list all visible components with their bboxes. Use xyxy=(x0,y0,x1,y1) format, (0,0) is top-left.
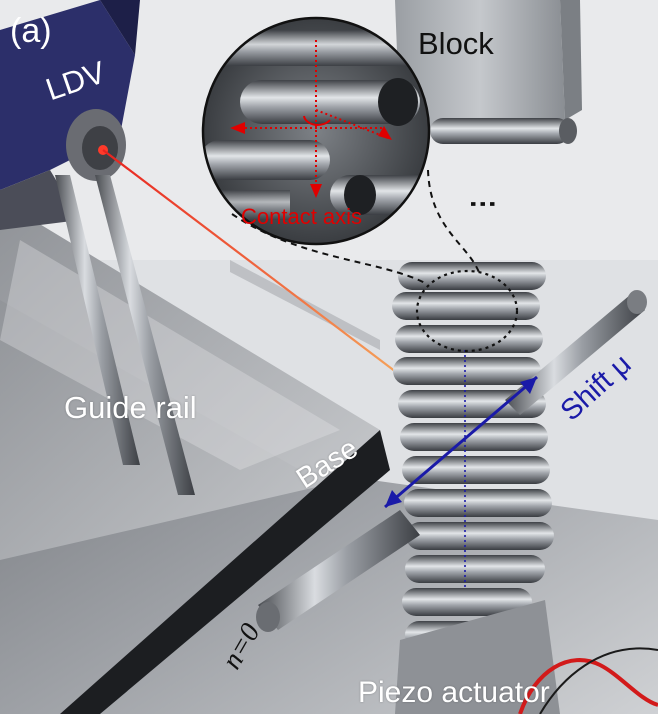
guide-rail-label: Guide rail xyxy=(64,390,197,425)
inset-connector-right xyxy=(427,169,481,276)
ellipsis-label: ⋮ xyxy=(468,190,499,212)
piezo-wire-black xyxy=(539,647,658,714)
inset-connector-left xyxy=(231,213,426,284)
shift-rod-end xyxy=(627,290,647,314)
n0-rod xyxy=(258,510,420,630)
piezo-wire-red xyxy=(518,658,658,714)
shift-arrow xyxy=(384,375,538,509)
contact-highlight-circle xyxy=(415,269,519,353)
contact-axis-arrows xyxy=(230,40,392,198)
block-rod-end xyxy=(559,118,577,144)
piezo-actuator-label: Piezo actuator xyxy=(358,676,550,709)
laser-beam xyxy=(102,149,401,376)
guide-rail-frame xyxy=(230,260,380,350)
block-body xyxy=(395,0,565,140)
contact-axis-label: Contact axis xyxy=(241,204,363,229)
block-side xyxy=(560,0,582,120)
piezo-body xyxy=(395,600,560,714)
block-label: Block xyxy=(418,26,494,61)
block-rod xyxy=(430,118,570,144)
ldv-body-side xyxy=(100,0,140,55)
guide-rail-left xyxy=(55,175,140,465)
guide-rail-right xyxy=(95,175,195,495)
ldv-body-bottom xyxy=(0,170,80,230)
base-edge xyxy=(60,430,390,714)
shift-rod xyxy=(505,295,645,415)
n0-rod-end xyxy=(256,602,280,632)
panel-label: (a) xyxy=(10,12,52,50)
